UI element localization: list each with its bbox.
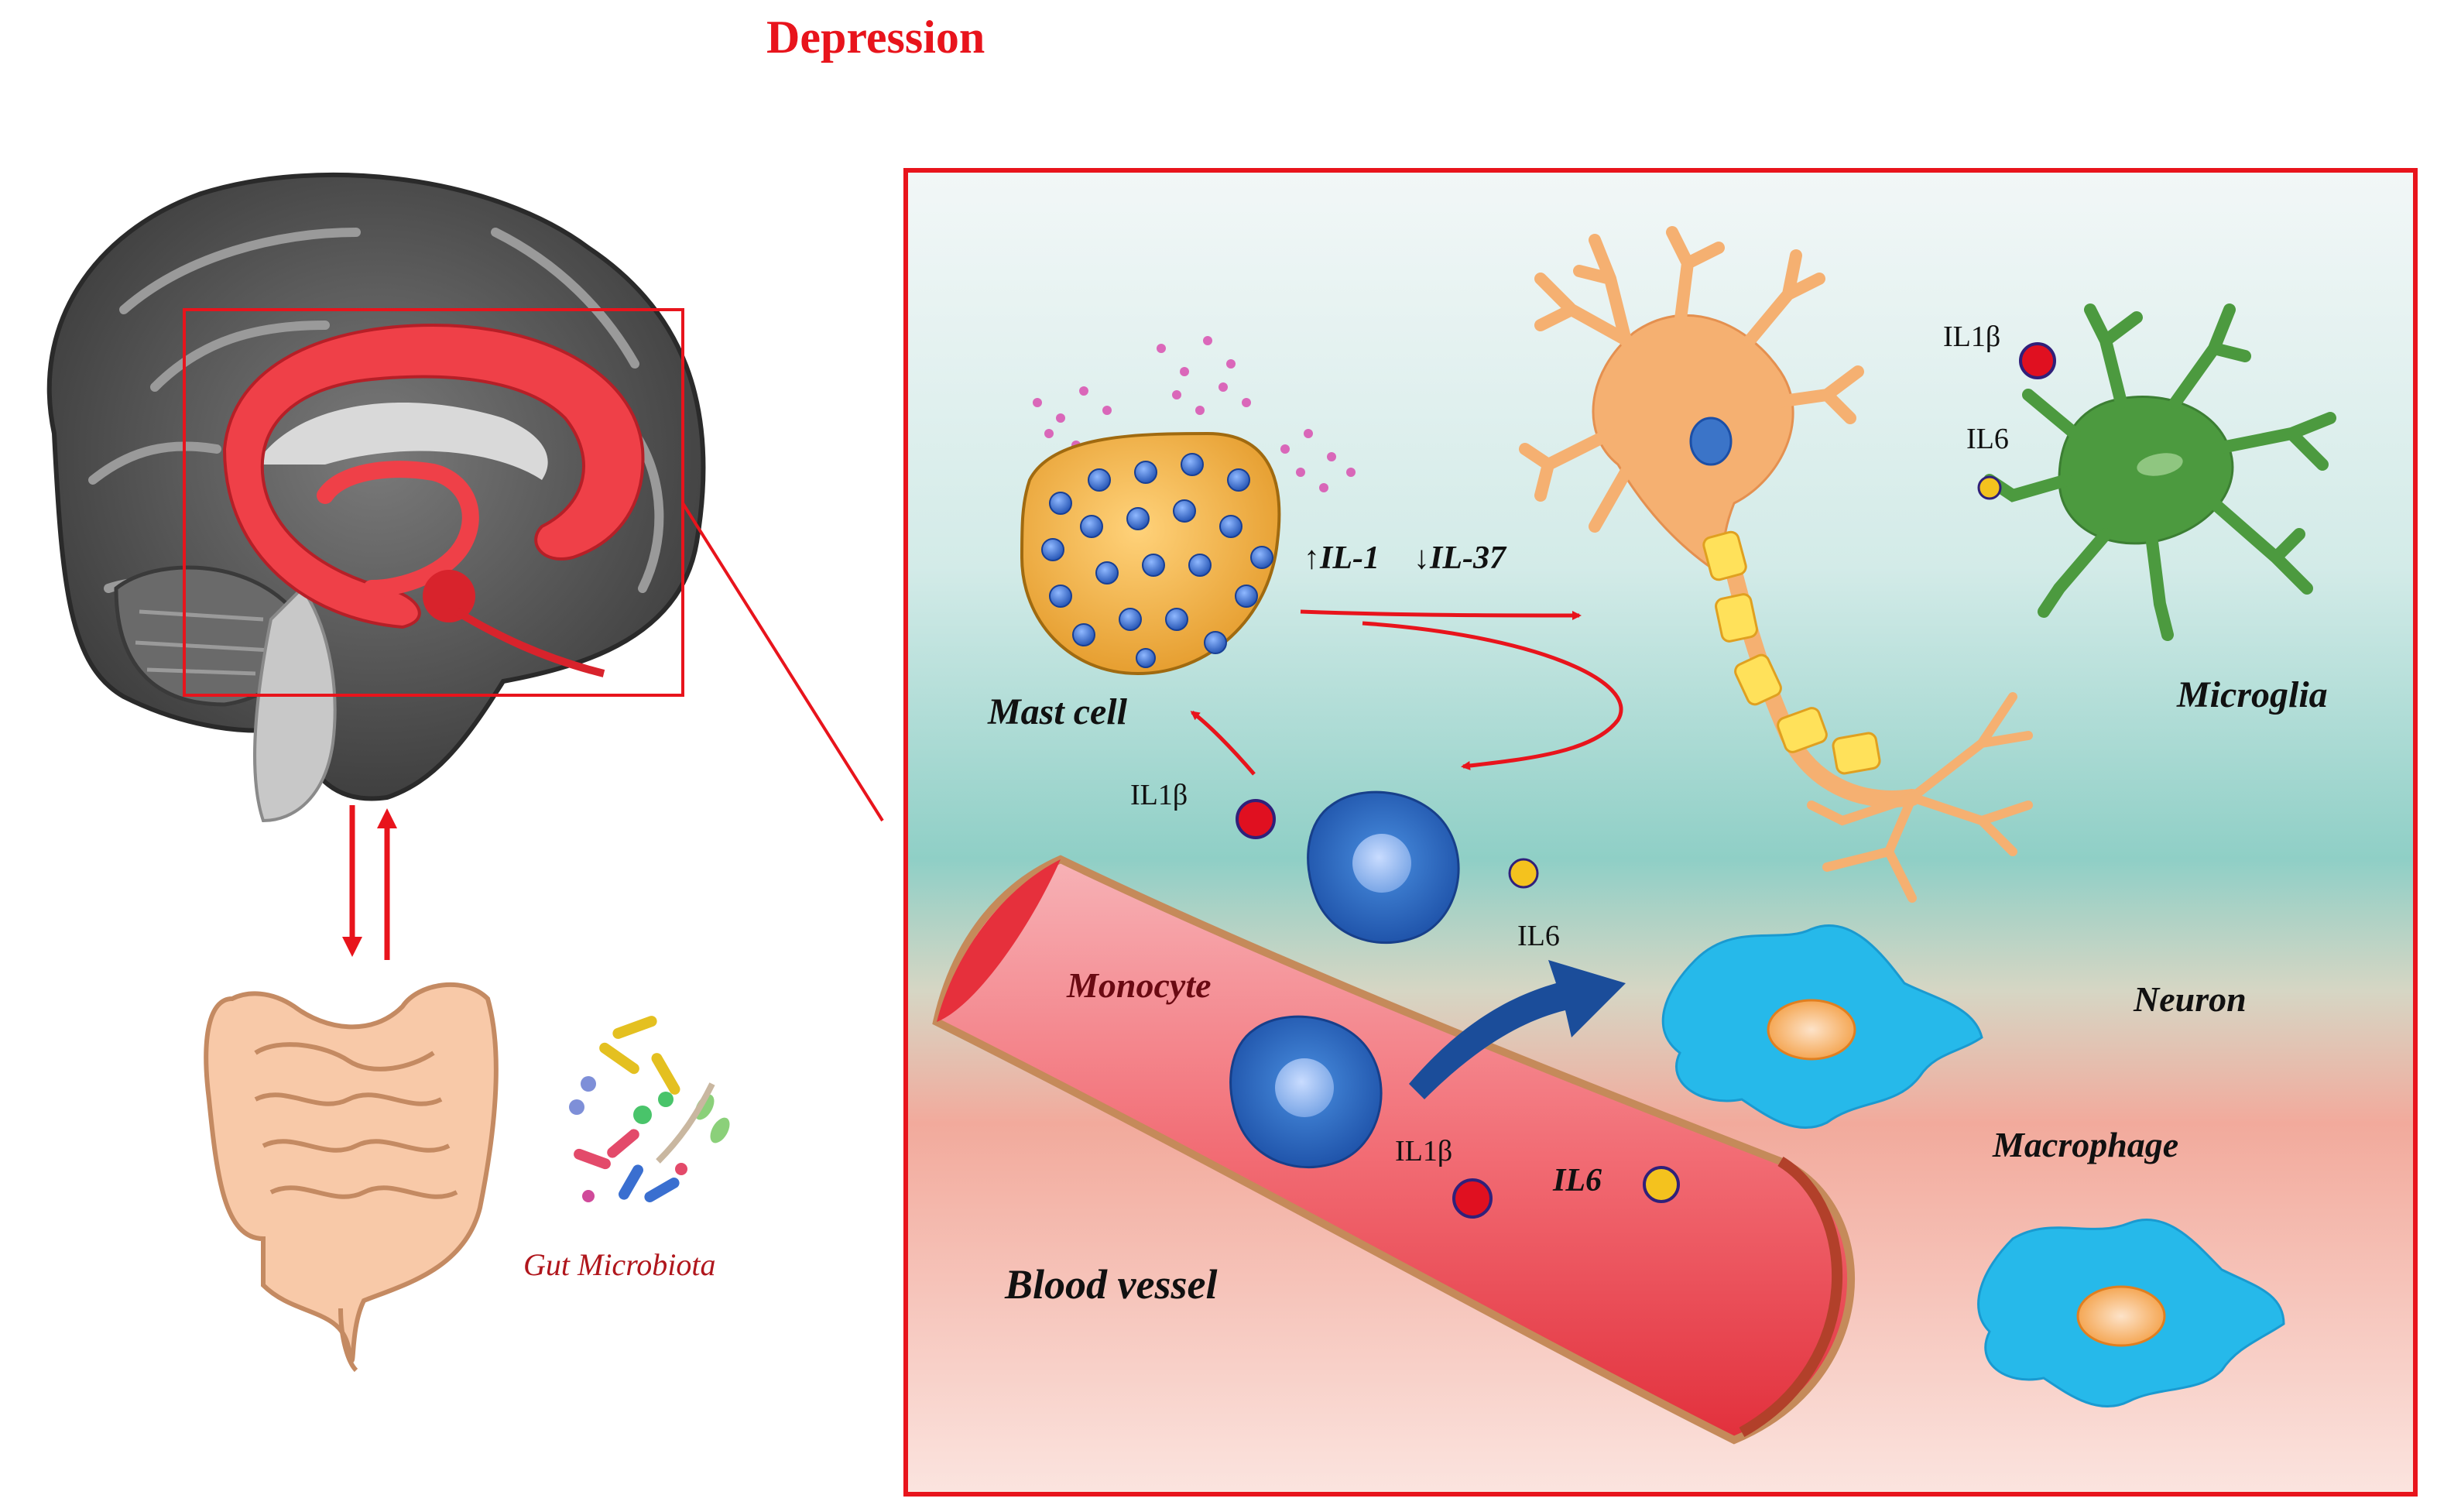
neuron-label: Neuron [2134, 979, 2247, 1019]
il1b-dot-top [2019, 342, 2056, 379]
macrophage-label: Macrophage [1993, 1125, 2179, 1164]
cytokine-dots [1236, 342, 2056, 1219]
il1b-dot-mid [1236, 799, 1276, 839]
il6-dot-vessel [1643, 1166, 1680, 1203]
microglia-shape [1983, 303, 2336, 641]
extravasation-arrow [1409, 960, 1626, 1099]
mast-cell-label: Mast cell [988, 691, 1127, 732]
il1b-top-label: IL1β [1943, 321, 2001, 353]
brain-gut-arrows [342, 805, 397, 960]
il1b-mid-label: IL1β [1130, 779, 1188, 811]
gut-microbiota-label: Gut Microbiota [523, 1247, 716, 1282]
il6-dot-top [1977, 475, 2002, 500]
blood-vessel-label: Blood vessel [1005, 1261, 1218, 1308]
intestine-icon [204, 982, 499, 1373]
monocyte-shape-vessel [1229, 1015, 1383, 1169]
macrophage-shape-2 [1977, 1218, 2285, 1408]
il6-dot-mid [1508, 858, 1539, 889]
brain-sagittal-icon [46, 172, 884, 823]
il6-top-label: IL6 [1966, 423, 2009, 455]
bacteria-icon [569, 1016, 730, 1202]
microglia-label: Microglia [2177, 674, 2328, 715]
il37-down-label: ↓IL-37 [1414, 540, 1506, 576]
mast-cell-shape [1020, 336, 1356, 676]
il6-mid-label: IL6 [1517, 920, 1560, 952]
monocyte-label: Monocyte [1067, 965, 1212, 1005]
macrophage-shape-1 [1661, 924, 1983, 1130]
il1b-dot-vessel [1452, 1178, 1493, 1219]
monocyte-shape-outer [1307, 790, 1460, 945]
il1-up-label: ↑IL-1 [1304, 540, 1380, 576]
il6-vessel-label: IL6 [1553, 1163, 1602, 1198]
diagram-title: Depression [766, 12, 985, 63]
il1b-vessel-label: IL1β [1395, 1135, 1453, 1167]
neuron-shape [1519, 226, 2033, 903]
signal-arrows [1190, 609, 1623, 776]
